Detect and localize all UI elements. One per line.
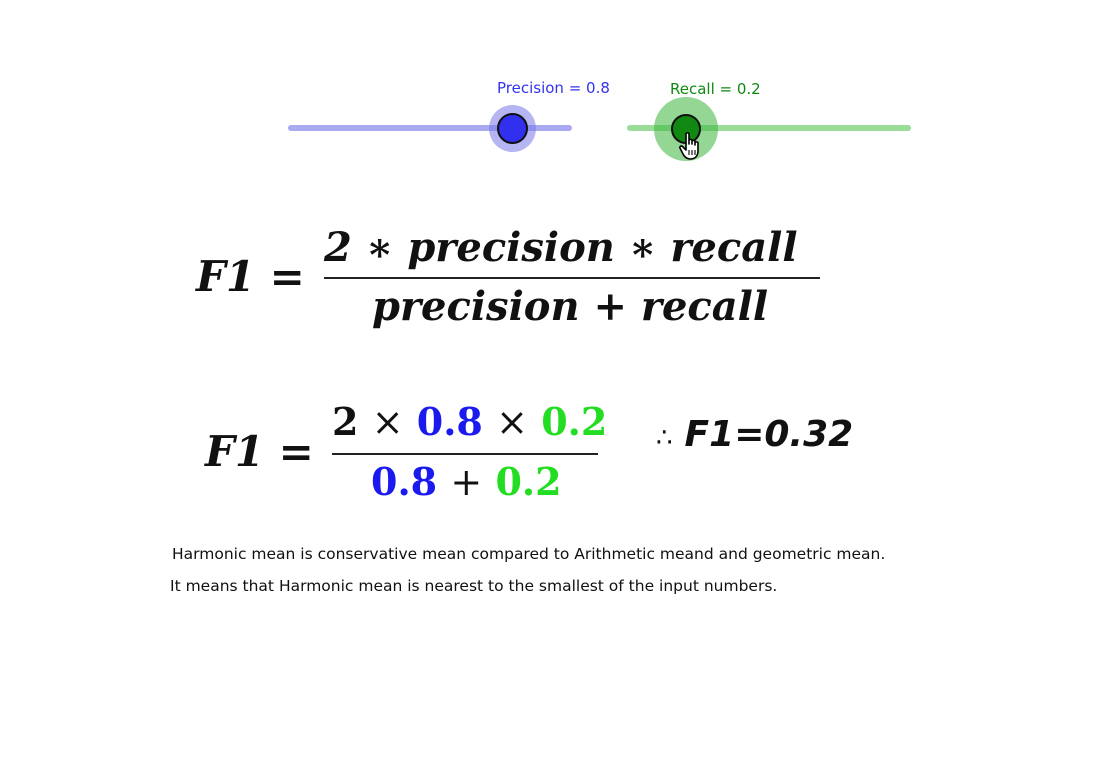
times-sign: ×	[371, 400, 404, 444]
formula-numeric-fraction-bar	[332, 453, 598, 455]
formula-numeric-numerator: 2 × 0.8 × 0.2	[332, 399, 607, 444]
plus-sign: +	[450, 460, 483, 504]
denominator-recall-value: 0.2	[495, 459, 562, 504]
precision-slider-label: Precision = 0.8	[497, 79, 610, 97]
hand-cursor-icon	[679, 132, 699, 160]
f1-result: ∴ F1=0.32	[656, 414, 853, 455]
therefore-symbol: ∴	[656, 423, 673, 453]
note-line-1: Harmonic mean is conservative mean compa…	[172, 545, 886, 563]
numerator-recall-value: 0.2	[541, 399, 608, 444]
precision-slider-handle[interactable]	[497, 113, 528, 144]
numerator-precision-value: 0.8	[416, 399, 483, 444]
formula-general-denominator: precision + recall	[372, 283, 769, 330]
denominator-precision-value: 0.8	[371, 459, 438, 504]
formula-numeric-lhs: F1 =	[205, 427, 314, 476]
note-line-2: It means that Harmonic mean is nearest t…	[170, 577, 778, 595]
formula-numeric-denominator: 0.8 + 0.2	[371, 459, 562, 504]
recall-slider-track[interactable]	[627, 125, 911, 131]
times-sign: ×	[496, 400, 528, 444]
formula-general-fraction-bar	[324, 277, 820, 279]
precision-slider-track[interactable]	[288, 125, 572, 131]
formula-general-lhs: F1 =	[196, 252, 305, 301]
formula-general-numerator: 2 ∗ precision ∗ recall	[324, 224, 798, 271]
recall-slider-label: Recall = 0.2	[670, 80, 761, 98]
f1-result-text: F1=0.32	[684, 414, 854, 455]
numerator-two: 2	[332, 399, 359, 444]
